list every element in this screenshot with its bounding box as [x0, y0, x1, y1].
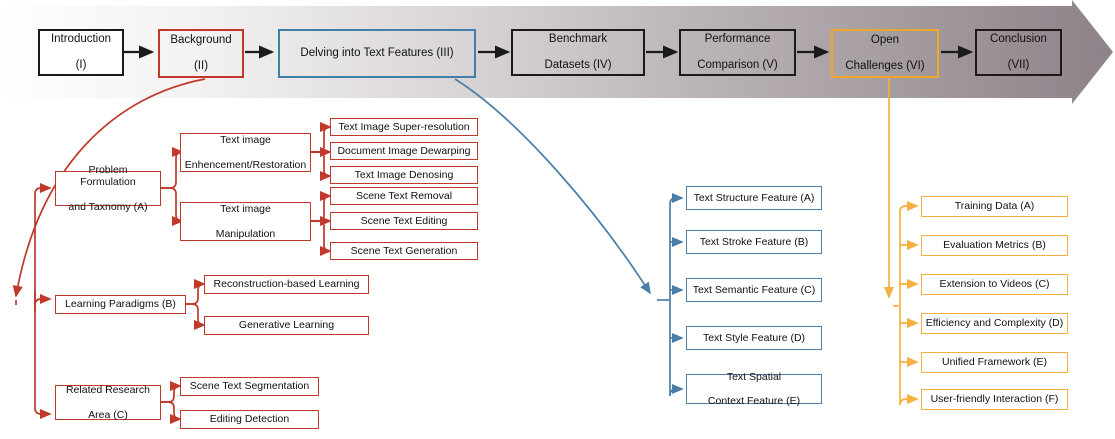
leaf-label: Scene Text Generation	[350, 244, 458, 257]
node-enhancement-line2: Enhencement/Restoration	[184, 158, 307, 171]
leaf-label: Scene Text Editing	[360, 214, 448, 227]
node-related-line1: Related Research	[65, 384, 151, 397]
leaf-scene-text-removal[interactable]: Scene Text Removal	[330, 187, 478, 205]
link-orange-training	[899, 200, 919, 213]
link-blue-structure	[669, 192, 684, 205]
leaf-user-friendly-interaction[interactable]: User-friendly Interaction (F)	[921, 389, 1068, 410]
link-problem-to-manipulation	[160, 187, 184, 227]
leaf-label-line1: Text Spatial	[726, 370, 782, 383]
banner-section-performance-comparison[interactable]: Performance Comparison (V)	[679, 29, 796, 76]
link-learning-to-reconstruction	[186, 278, 206, 305]
banner-section-open-challenges[interactable]: Open Challenges (VI)	[831, 29, 939, 78]
link-enh-to-sr	[310, 121, 332, 153]
leaf-label: Generative Learning	[238, 319, 335, 332]
leaf-text-spatial-context-feature[interactable]: Text Spatial Context Feature (E)	[686, 370, 822, 408]
banner-section-datasets-line1: Benchmark	[548, 32, 608, 45]
leaf-label: Efficiency and Complexity (D)	[925, 317, 1064, 330]
link-related-to-editing-detection	[161, 401, 182, 425]
leaf-label: Text Stroke Feature (B)	[699, 235, 809, 248]
banner-section-features-line1: Delving into Text Features (III)	[300, 46, 454, 59]
banner-section-comparison-line2: Comparison (V)	[697, 59, 778, 72]
banner-section-delving-into-text-features[interactable]: Delving into Text Features (III)	[278, 29, 476, 78]
banner-section-conclusion-line2: (VII)	[1007, 59, 1030, 72]
leaf-text-image-super-resolution[interactable]: Text Image Super-resolution	[330, 118, 478, 136]
leaf-generative-learning[interactable]: Generative Learning	[204, 316, 369, 335]
leaf-efficiency-and-complexity[interactable]: Efficiency and Complexity (D)	[921, 313, 1068, 334]
banner-section-introduction-line2: (I)	[75, 59, 87, 72]
leaf-label: Text Semantic Feature (C)	[692, 283, 816, 296]
leaf-label-line2: Context Feature (E)	[707, 395, 801, 408]
banner-section-introduction[interactable]: Introduction (I)	[38, 29, 124, 76]
node-text-image-manipulation[interactable]: Text image Manipulation	[180, 202, 311, 241]
leaf-editing-detection[interactable]: Editing Detection	[180, 410, 319, 429]
leaf-label: User-friendly Interaction (F)	[930, 393, 1059, 406]
leaf-label: Document Image Dewarping	[337, 144, 471, 157]
red-trunk-to-learning	[34, 293, 52, 306]
leaf-label: Scene Text Segmentation	[189, 380, 310, 393]
leaf-text-style-feature[interactable]: Text Style Feature (D)	[686, 326, 822, 350]
leaf-label: Unified Framework (E)	[941, 356, 1048, 369]
banner-section-challenges-line2: Challenges (VI)	[845, 60, 925, 73]
banner-section-challenges-line1: Open	[870, 33, 900, 46]
banner-section-conclusion-line1: Conclusion	[990, 32, 1047, 45]
leaf-label: Editing Detection	[209, 413, 290, 426]
leaf-unified-framework[interactable]: Unified Framework (E)	[921, 352, 1068, 373]
banner-section-introduction-line1: Introduction	[50, 32, 112, 45]
banner-section-benchmark-datasets[interactable]: Benchmark Datasets (IV)	[511, 29, 645, 76]
leaf-label: Text Image Denosing	[354, 168, 454, 181]
node-learning-paradigms[interactable]: Learning Paradigms (B)	[55, 295, 186, 314]
link-learning-to-generative	[186, 303, 206, 331]
red-trunk-to-problem	[34, 182, 52, 307]
curve-features-to-tree	[454, 78, 651, 295]
banner-arrow-shape	[0, 0, 1113, 104]
leaf-text-structure-feature[interactable]: Text Structure Feature (A)	[686, 186, 822, 210]
link-enh-to-denoise	[310, 151, 332, 182]
banner-section-conclusion[interactable]: Conclusion (VII)	[975, 29, 1062, 76]
node-manipulation-line2: Manipulation	[215, 227, 276, 240]
red-trunk-to-related	[34, 307, 52, 420]
link-orange-interaction	[899, 393, 919, 406]
leaf-scene-text-segmentation[interactable]: Scene Text Segmentation	[180, 377, 319, 396]
leaf-text-semantic-feature[interactable]: Text Semantic Feature (C)	[686, 278, 822, 302]
leaf-text-stroke-feature[interactable]: Text Stroke Feature (B)	[686, 230, 822, 254]
leaf-training-data[interactable]: Training Data (A)	[921, 196, 1068, 217]
link-related-to-segmentation	[161, 380, 182, 403]
leaf-label: Extension to Videos (C)	[939, 278, 1050, 291]
leaf-label: Reconstruction-based Learning	[213, 278, 360, 291]
leaf-label: Text Style Feature (D)	[702, 331, 806, 344]
leaf-label: Text Structure Feature (A)	[693, 191, 815, 204]
node-manipulation-line1: Text image	[220, 203, 271, 216]
banner-section-background-line2: (II)	[193, 60, 209, 73]
leaf-reconstruction-based-learning[interactable]: Reconstruction-based Learning	[204, 275, 369, 294]
banner-section-background-line1: Background	[170, 33, 232, 46]
leaf-extension-to-videos[interactable]: Extension to Videos (C)	[921, 274, 1068, 295]
banner-section-comparison-line1: Performance	[704, 32, 771, 45]
node-enhancement-line1: Text image	[220, 134, 271, 147]
leaf-label: Scene Text Removal	[355, 189, 453, 202]
node-related-line2: Area (C)	[88, 408, 128, 421]
leaf-label: Training Data (A)	[954, 200, 1035, 213]
leaf-scene-text-editing[interactable]: Scene Text Editing	[330, 212, 478, 230]
leaf-text-image-denosing[interactable]: Text Image Denosing	[330, 166, 478, 184]
node-text-image-enhancement-restoration[interactable]: Text image Enhencement/Restoration	[180, 133, 311, 172]
banner-section-background[interactable]: Background (II)	[158, 29, 244, 78]
leaf-document-image-dewarping[interactable]: Document Image Dewarping	[330, 142, 478, 160]
leaf-label: Text Image Super-resolution	[338, 120, 470, 133]
node-learning-label: Learning Paradigms (B)	[65, 298, 176, 311]
node-problem-line2: and Taxnomy (A)	[68, 200, 148, 213]
link-man-to-generation	[310, 220, 332, 257]
node-related-research-area[interactable]: Related Research Area (C)	[55, 384, 161, 421]
link-blue-spatial	[669, 383, 684, 397]
node-problem-line1: Problem Formulation	[80, 164, 136, 189]
leaf-label: Evaluation Metrics (B)	[943, 239, 1046, 252]
banner-section-datasets-line2: Datasets (IV)	[544, 59, 612, 72]
node-problem-formulation-and-taxonomy[interactable]: Problem Formulation and Taxnomy (A)	[55, 164, 161, 213]
link-man-to-removal	[310, 190, 332, 222]
leaf-scene-text-generation[interactable]: Scene Text Generation	[330, 242, 478, 260]
curve-background-to-tree	[12, 78, 206, 298]
leaf-evaluation-metrics[interactable]: Evaluation Metrics (B)	[921, 235, 1068, 256]
